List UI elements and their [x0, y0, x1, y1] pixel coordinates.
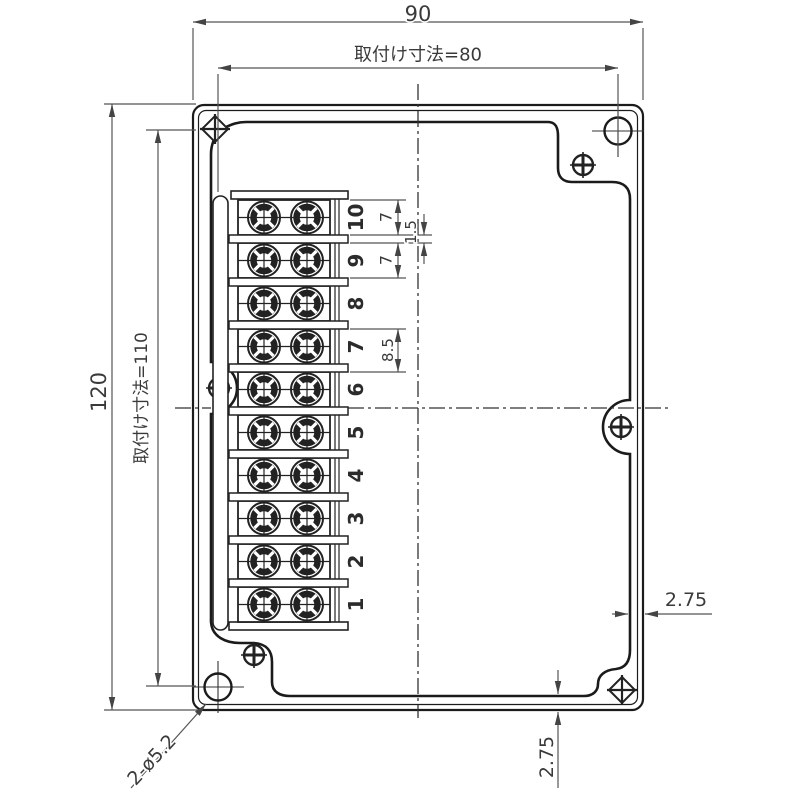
terminal-number-6: 6 [344, 383, 368, 397]
dim-wall-right: 2.75 [665, 589, 707, 611]
dim-mounting-height: 取付け寸法=110 [132, 332, 152, 464]
terminal-number-8: 8 [344, 297, 368, 311]
terminal-number-10: 10 [344, 204, 368, 232]
terminal-number-9: 9 [344, 254, 368, 268]
terminal-barriers [228, 234, 349, 588]
dim-terminal-gap: 1.5 [402, 220, 420, 244]
terminal-number-4: 4 [344, 469, 368, 483]
dimension-labels: 90 取付け寸法=80 120 取付け寸法=110 7 1.5 7 8.5 2.… [86, 1, 709, 792]
terminal-number-5: 5 [344, 426, 368, 440]
terminal-numbers: 10 9 8 7 6 5 4 3 2 1 [343, 202, 370, 613]
terminal-number-1: 1 [344, 598, 368, 612]
dim-terminal-width-lower: 7 [377, 255, 396, 265]
terminal-top-bar [230, 190, 349, 200]
dim-overall-width: 90 [405, 2, 432, 26]
terminal-rail [212, 195, 229, 631]
label-mounting-holes: 2-ø5.2 [123, 730, 181, 789]
centerlines [175, 84, 668, 718]
terminal-bottom-bar [228, 621, 349, 631]
terminal-number-7: 7 [344, 340, 368, 354]
dim-wall-bottom: 2.75 [536, 736, 558, 778]
dim-terminal-width-upper: 7 [377, 212, 396, 222]
terminal-block: 10 9 8 7 6 5 4 3 2 1 [212, 190, 370, 631]
dim-terminal-pitch: 8.5 [379, 338, 397, 362]
terminal-number-3: 3 [344, 512, 368, 526]
dim-overall-height: 120 [87, 372, 111, 412]
dimension-lines [104, 18, 712, 789]
terminal-number-2: 2 [344, 555, 368, 569]
dim-mounting-width: 取付け寸法=80 [354, 45, 482, 66]
